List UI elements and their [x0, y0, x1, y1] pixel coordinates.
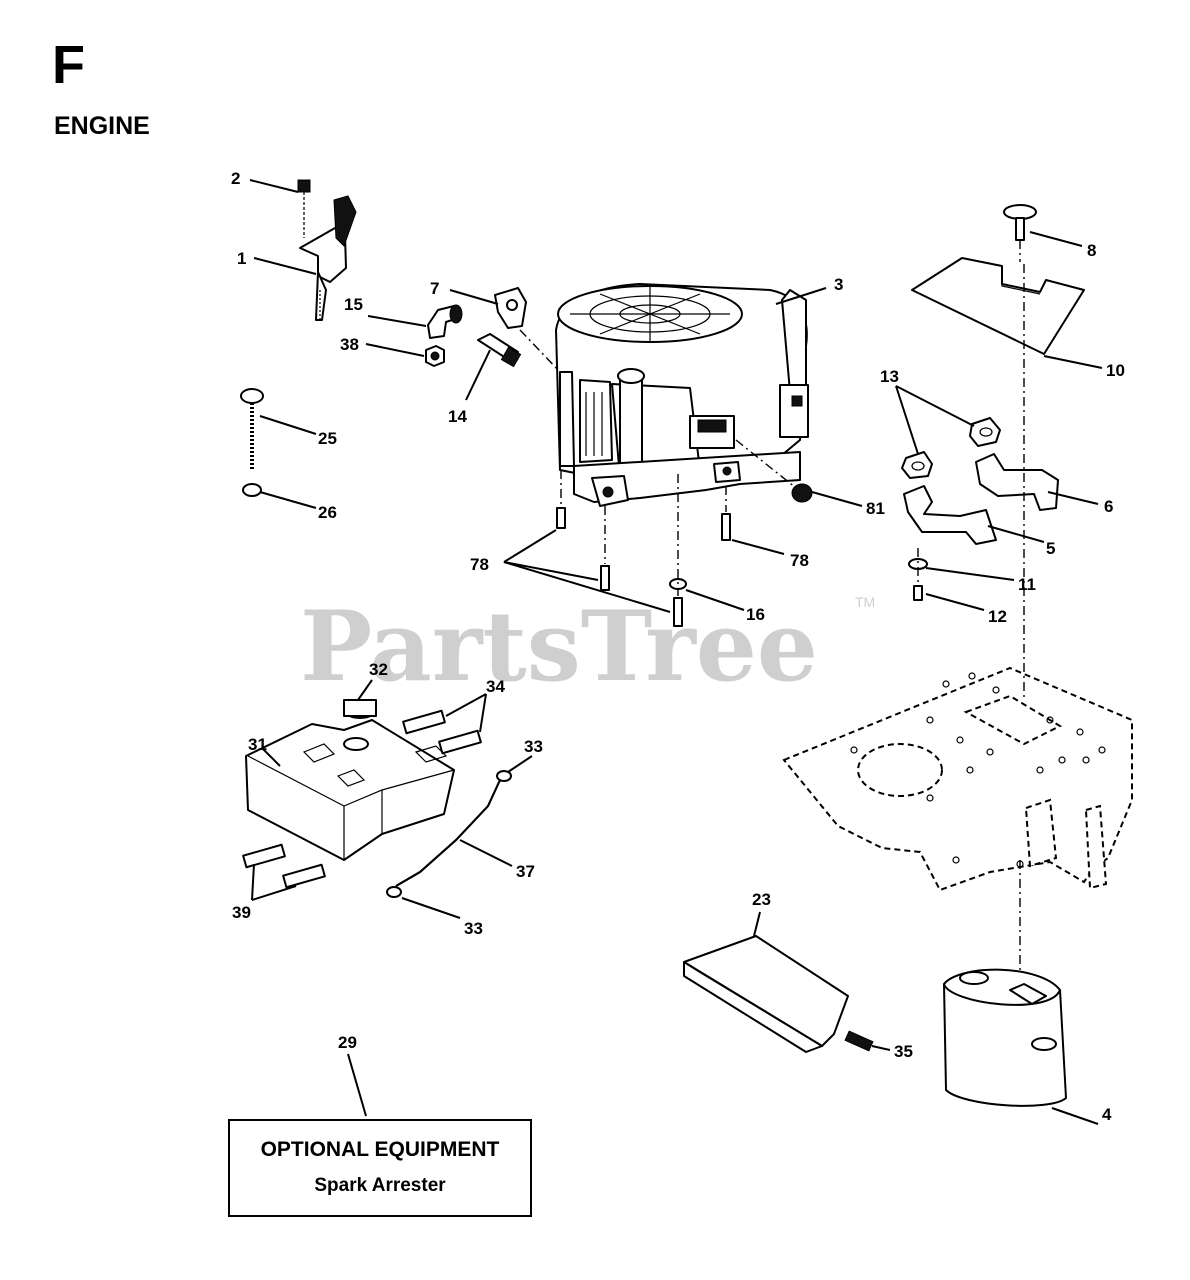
callout-12: 12 — [988, 607, 1007, 626]
callout-5: 5 — [1046, 539, 1055, 558]
callout-7: 7 — [430, 279, 439, 298]
callout-78-left: 78 — [470, 555, 489, 574]
heat-shield-part — [911, 204, 1085, 355]
fuel-tank-part — [242, 699, 512, 898]
callout-33-lower: 33 — [464, 919, 483, 938]
callout-2: 2 — [231, 169, 240, 188]
callout-leaders — [249, 179, 1103, 1125]
section-letter: F — [52, 35, 85, 95]
callout-33-upper: 33 — [524, 737, 543, 756]
left-bolt-parts — [240, 388, 264, 497]
watermark-text: PartsTree — [300, 590, 818, 703]
callout-39: 39 — [232, 903, 251, 922]
engine-part — [555, 283, 813, 507]
callout-11: 11 — [1018, 575, 1036, 594]
callout-23: 23 — [752, 890, 771, 909]
callout-3: 3 — [834, 275, 843, 294]
callout-78-right: 78 — [790, 551, 809, 570]
callout-14: 14 — [448, 407, 467, 426]
throttle-control-part — [297, 179, 357, 322]
callout-15: 15 — [344, 295, 363, 314]
callout-81: 81 — [866, 499, 885, 518]
muffler-part — [943, 968, 1067, 1107]
callout-10: 10 — [1106, 361, 1125, 380]
callout-25: 25 — [318, 429, 337, 448]
callout-38: 38 — [340, 335, 359, 354]
callout-26: 26 — [318, 503, 337, 522]
optional-equipment-subtitle: Spark Arrester — [314, 1175, 446, 1196]
fitting-parts — [425, 287, 561, 373]
watermark-trademark: TM — [855, 594, 875, 610]
callout-13: 13 — [880, 367, 899, 386]
callout-6: 6 — [1104, 497, 1113, 516]
callout-37: 37 — [516, 862, 535, 881]
callout-32: 32 — [369, 660, 388, 679]
callout-29: 29 — [338, 1033, 357, 1052]
callout-1: 1 — [237, 249, 246, 268]
callout-4: 4 — [1102, 1105, 1112, 1124]
optional-equipment-title: OPTIONAL EQUIPMENT — [260, 1138, 500, 1161]
callout-numbers: 2 1 3 4 5 6 7 8 10 11 12 13 14 15 16 23 … — [231, 169, 1125, 1124]
callout-31: 31 — [248, 735, 267, 754]
callout-35: 35 — [894, 1042, 913, 1061]
bolt-parts — [556, 470, 731, 627]
chassis-frame — [782, 264, 1133, 985]
optional-equipment-box: OPTIONAL EQUIPMENT Spark Arrester — [228, 1119, 532, 1217]
exhaust-pipe-parts — [901, 417, 1059, 601]
section-title: ENGINE — [54, 112, 150, 140]
shield-part — [683, 935, 874, 1053]
callout-8: 8 — [1087, 241, 1096, 260]
callout-16: 16 — [746, 605, 765, 624]
callout-34: 34 — [486, 677, 505, 696]
